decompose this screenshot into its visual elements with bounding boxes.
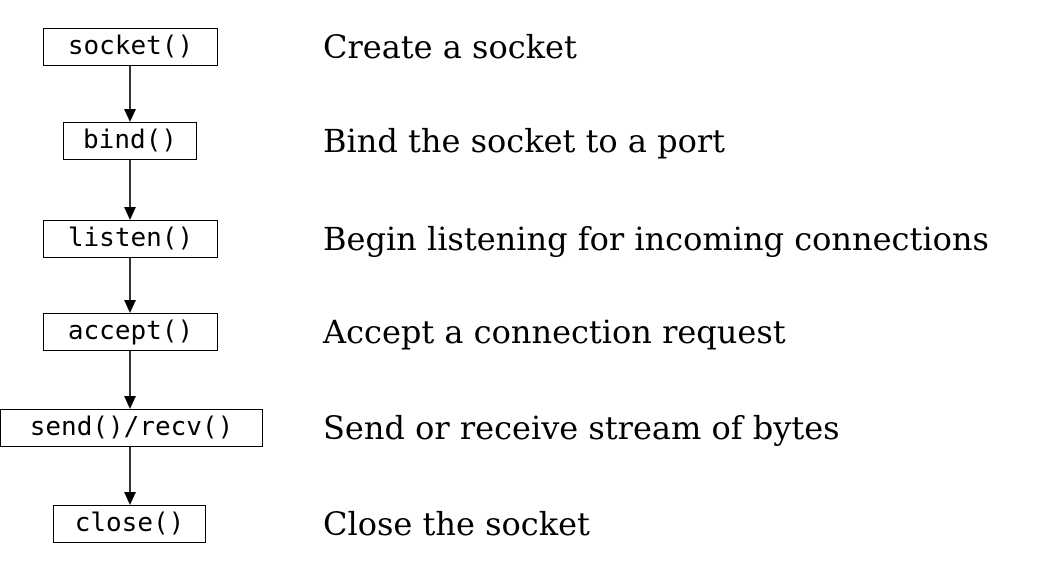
step-socket: socket() Create a socket bbox=[0, 28, 1038, 88]
function-box-send-recv: send()/recv() bbox=[0, 409, 263, 447]
description-close: Close the socket bbox=[323, 505, 590, 543]
step-bind: bind() Bind the socket to a port bbox=[0, 122, 1038, 182]
arrow-send-recv-to-close bbox=[124, 447, 136, 505]
arrow-listen-to-accept bbox=[124, 258, 136, 313]
function-box-accept: accept() bbox=[43, 313, 218, 351]
step-accept: accept() Accept a connection request bbox=[0, 313, 1038, 373]
description-bind: Bind the socket to a port bbox=[323, 122, 726, 160]
description-socket: Create a socket bbox=[323, 28, 577, 66]
arrow-bind-to-listen bbox=[124, 160, 136, 220]
description-accept: Accept a connection request bbox=[323, 313, 786, 351]
function-box-listen: listen() bbox=[43, 220, 218, 258]
arrow-socket-to-bind bbox=[124, 66, 136, 122]
step-listen: listen() Begin listening for incoming co… bbox=[0, 220, 1038, 280]
description-listen: Begin listening for incoming connections bbox=[323, 220, 989, 258]
step-close: close() Close the socket bbox=[0, 505, 1038, 565]
description-send-recv: Send or receive stream of bytes bbox=[323, 409, 840, 447]
function-box-socket: socket() bbox=[43, 28, 218, 66]
step-send-recv: send()/recv() Send or receive stream of … bbox=[0, 409, 1038, 469]
function-box-close: close() bbox=[53, 505, 206, 543]
function-box-bind: bind() bbox=[63, 122, 197, 160]
arrow-accept-to-send-recv bbox=[124, 351, 136, 409]
